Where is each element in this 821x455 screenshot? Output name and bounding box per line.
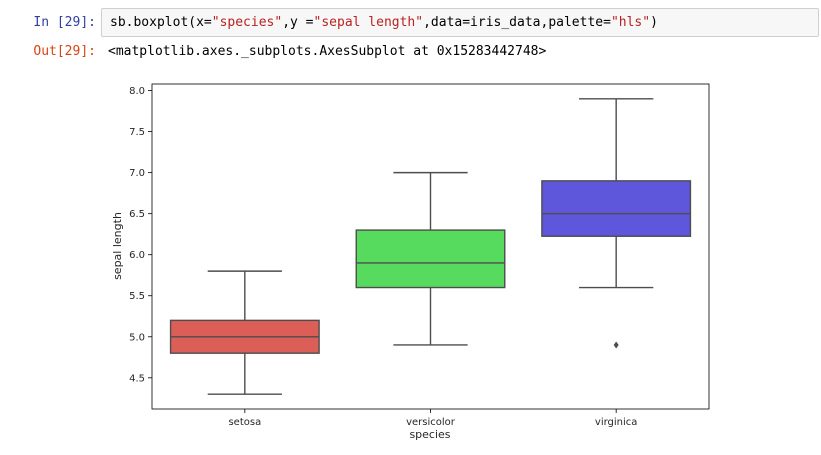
y-tick-label: 5.5 — [129, 291, 145, 302]
in-prompt: In [29]: — [33, 15, 96, 30]
x-axis-label: species — [409, 428, 450, 441]
y-tick-label: 7.5 — [129, 127, 145, 138]
out-prompt: Out[29]: — [33, 44, 96, 59]
code-token: ,y = — [282, 15, 314, 30]
output-repr: <matplotlib.axes._subplots.AxesSubplot a… — [108, 44, 547, 59]
code-cell-input[interactable]: sb.boxplot(x="species",y ="sepal length"… — [101, 8, 819, 37]
y-tick-label: 8.0 — [129, 86, 145, 97]
box-versicolor — [355, 229, 506, 289]
boxplot-chart: 4.5 5.0 5.5 6.0 6.5 7.0 7.5 8.0 setosa versicolor… — [111, 83, 710, 441]
code-token: sb.boxplot(x= — [110, 15, 212, 30]
x-tick-label: versicolor — [406, 417, 456, 428]
code-token: ,data=iris_data,palette= — [423, 15, 611, 30]
outlier-point — [613, 341, 619, 349]
y-tick-label: 7.0 — [129, 168, 145, 179]
x-tick-label: virginica — [595, 417, 638, 428]
y-tick-label: 4.5 — [129, 373, 145, 384]
code-string: "hls" — [610, 15, 651, 30]
code-string: "species" — [211, 15, 283, 30]
y-tick-label: 5.0 — [129, 332, 145, 343]
y-axis-label: sepal length — [111, 212, 124, 280]
box-virginica — [541, 180, 692, 237]
code-string: "sepal length" — [313, 15, 424, 30]
x-tick-label: setosa — [228, 417, 261, 428]
y-tick-label: 6.0 — [129, 250, 145, 261]
code-token: ) — [650, 15, 658, 30]
y-tick-label: 6.5 — [129, 209, 145, 220]
